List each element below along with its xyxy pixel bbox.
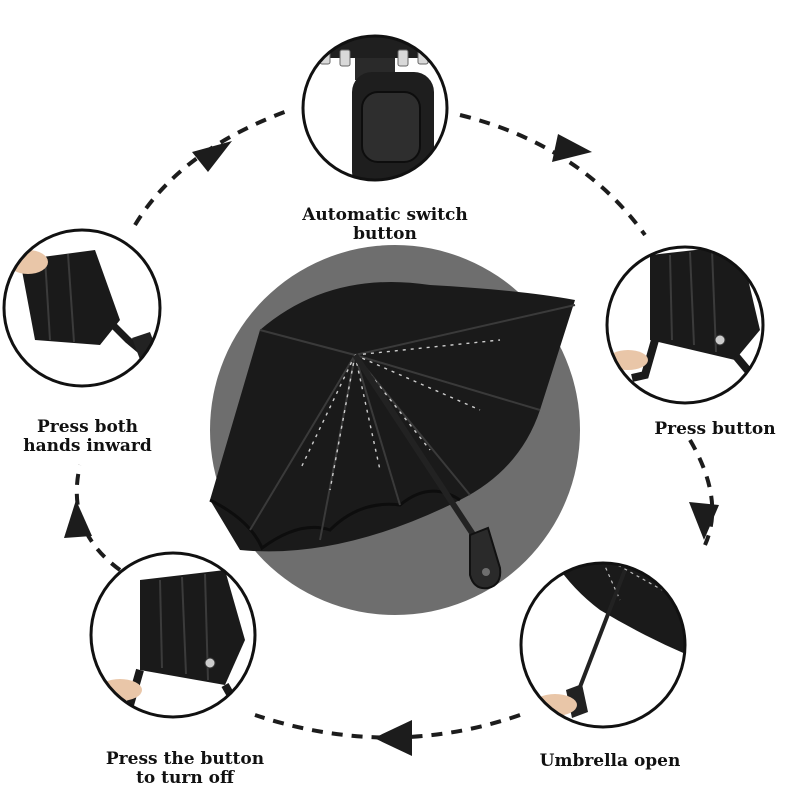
step-label-press-both-hands: Press both hands inward xyxy=(5,418,170,456)
step-label-umbrella-open: Umbrella open xyxy=(530,752,690,771)
step-label-press-button: Press button xyxy=(640,420,790,439)
center-illustration xyxy=(209,245,580,615)
step-right-circle xyxy=(605,245,765,405)
step-bottom-right-circle xyxy=(519,561,687,729)
arrowhead-top-right-icon xyxy=(552,134,592,162)
arc-left-top xyxy=(133,108,291,227)
arc-right-bottom xyxy=(688,438,715,546)
arc-top-right xyxy=(459,113,647,237)
step-label-automatic-switch: Automatic switch button xyxy=(300,206,470,244)
step-label-line: Press both xyxy=(36,417,139,437)
step-top-circle xyxy=(301,34,449,182)
arrowhead-left-up-icon xyxy=(64,500,92,538)
step-label-line: button xyxy=(353,224,417,244)
step-label-line: to turn off xyxy=(136,768,234,788)
arrowhead-right-down-icon xyxy=(689,502,719,540)
step-label-line: hands inward xyxy=(23,436,152,456)
step-label-line: Umbrella open xyxy=(539,751,681,771)
step-label-line: Automatic switch xyxy=(302,205,468,225)
step-label-line: Press button xyxy=(654,419,776,439)
step-label-press-to-turn-off: Press the button to turn off xyxy=(95,750,275,788)
step-label-line: Press the button xyxy=(105,749,265,769)
step-bottom-left-circle xyxy=(89,551,257,719)
open-umbrella-icon xyxy=(533,563,685,718)
step-left-circle xyxy=(2,228,162,388)
arrowhead-top-left-icon xyxy=(192,141,232,172)
cycle-arrowheads xyxy=(64,134,719,756)
center-umbrella-icon xyxy=(209,282,576,590)
center-umbrella-handle xyxy=(469,526,502,590)
arrowhead-bottom-left-icon xyxy=(374,720,412,756)
